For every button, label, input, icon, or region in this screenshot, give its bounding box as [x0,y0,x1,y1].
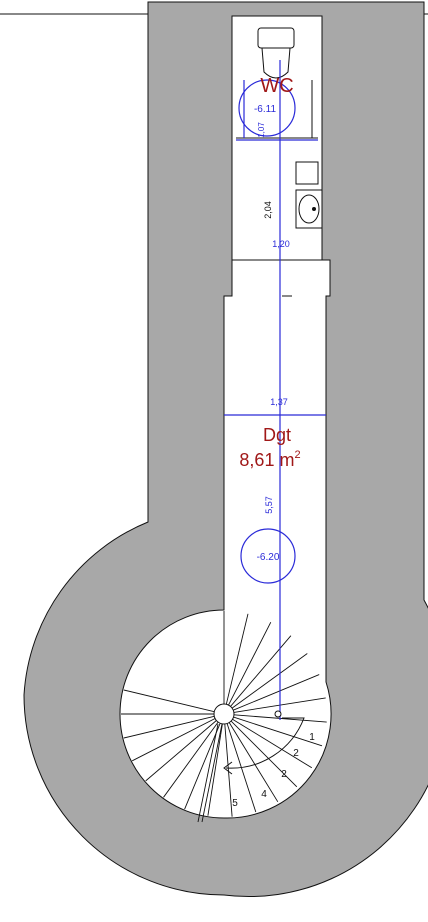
stair-step-number: 2 [281,769,287,780]
stair-tread-line [232,718,313,769]
stair-tread-line [228,722,279,803]
wc-level-label: -6.11 [254,104,276,115]
stair-step-number: 2 [293,748,299,759]
dim-hall-width: 1,20 [272,239,290,249]
wash-basin-fixture [295,189,323,229]
dim-wc-height: 1,07 [257,122,266,138]
dim-dgt-width: 1,37 [270,397,288,407]
stair-tread-line [233,716,323,747]
dim-hall-length: 2,04 [263,201,273,219]
stair-tread-line [207,723,223,816]
stair-center-post [213,703,235,725]
stair-tread-line [145,720,217,782]
stair-tread-line [230,635,292,707]
dgt-room-area: 8,61 m2 [239,449,300,470]
dim-dgt-length: 5,57 [264,496,274,514]
stair-tread-line [131,718,216,762]
stair-tread-line [163,721,219,798]
stair-tread-line [225,613,249,705]
cabinet-fixture [295,161,319,185]
stair-tread-line [231,653,308,709]
stair-tread-line [230,720,298,788]
stair-step-number: 4 [261,789,267,800]
stair-step-number: 5 [232,798,238,809]
toilet-fixture [257,27,295,79]
stair-rail-line [197,723,219,823]
dimension-lines [224,60,326,720]
stair-tread-line [224,723,233,817]
spiral-stair [121,611,327,823]
stair-step-number: 1 [309,732,315,743]
stair-tread-line [123,689,215,713]
interior-space [119,15,332,819]
stair-tread-line [184,723,221,810]
stair-walk-line [223,710,305,775]
stair-rail-line [201,723,223,823]
dgt-room-name: Dgt [263,425,291,445]
stair-tread-line [123,715,215,739]
dgt-level-label: -6.20 [257,552,280,563]
wc-room-name: WC [260,75,293,97]
stair-tread-line [228,621,272,706]
stair-tread-line [233,674,320,711]
